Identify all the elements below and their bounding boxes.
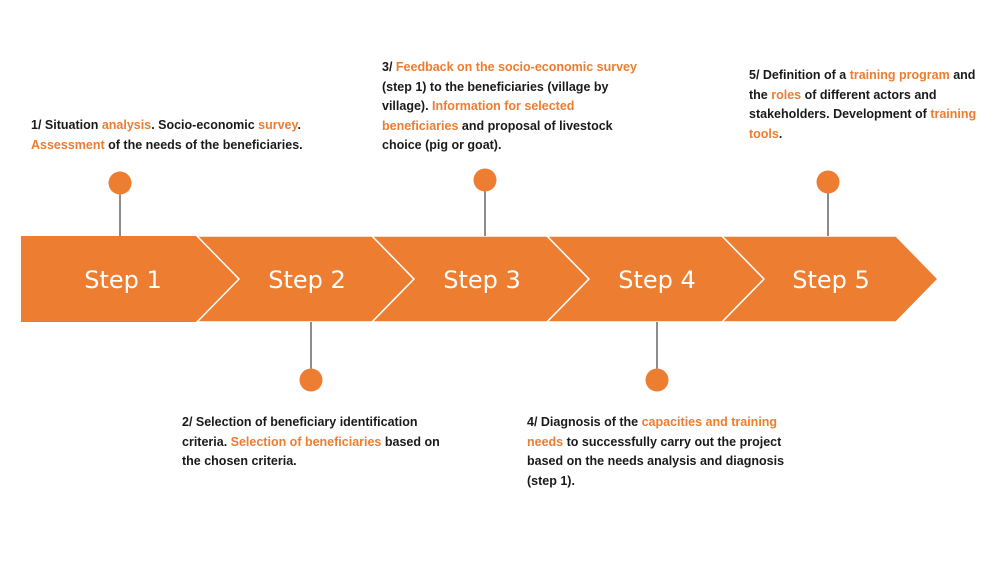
note-highlight-text: analysis xyxy=(101,118,152,132)
note-step-5: 5/ Definition of a training program and … xyxy=(749,66,985,144)
connector-1-dot xyxy=(108,171,132,195)
connector-2-dot xyxy=(299,368,323,392)
note-highlight-text: Selection of beneficiaries xyxy=(230,434,382,449)
step-4-label: Step 4 xyxy=(618,266,696,294)
note-text: of the needs of the beneficiaries. xyxy=(104,137,303,152)
note-text: to successfully carry out the project ba… xyxy=(527,434,785,488)
note-text: (step 1) to the beneficiaries (village b… xyxy=(382,79,609,114)
connector-5-dot xyxy=(816,170,840,194)
step-1-chevron xyxy=(21,236,239,322)
chevron-band xyxy=(21,235,940,323)
step-5-label: Step 5 xyxy=(792,266,870,294)
note-text: . xyxy=(297,118,302,132)
note-highlight-text: training tools xyxy=(749,107,977,141)
note-step-4: 4/ Diagnosis of the capacities and train… xyxy=(527,413,795,491)
note-highlight-text: Information for selected beneficiaries xyxy=(382,99,575,133)
note-text: 3/ xyxy=(382,60,396,74)
note-step-2: 2/ Selection of beneficiary identificati… xyxy=(182,413,452,472)
note-text: . xyxy=(778,126,783,141)
note-text: 5/ Definition of a xyxy=(749,68,850,82)
step-1-label: Step 1 xyxy=(84,266,162,294)
step-5-chevron xyxy=(720,235,940,323)
note-step-3: 3/ Feedback on the socio-economic survey… xyxy=(382,58,650,156)
connectors xyxy=(108,168,840,392)
note-step-1: 1/ Situation analysis. Socio-economic su… xyxy=(31,116,331,155)
step-2-label: Step 2 xyxy=(268,266,346,294)
connector-4-dot xyxy=(645,368,669,392)
note-text: 4/ Diagnosis of the xyxy=(527,415,642,429)
note-highlight-text: survey xyxy=(258,118,298,132)
note-highlight-text: roles xyxy=(771,87,802,102)
note-highlight-text: training program xyxy=(849,68,950,82)
note-text: of different actors and stakeholders. De… xyxy=(749,87,937,122)
connector-3-dot xyxy=(473,168,497,192)
note-text: and the xyxy=(749,68,976,102)
note-text: based on the chosen criteria. xyxy=(182,434,440,469)
note-text: . Socio-economic xyxy=(151,118,259,132)
note-text: 1/ Situation xyxy=(31,118,102,132)
note-highlight-text: capacities and training needs xyxy=(527,415,778,449)
step-3-label: Step 3 xyxy=(443,266,521,294)
note-text: and proposal of livestock choice (pig or… xyxy=(382,118,613,153)
note-highlight-text: Feedback on the socio-economic survey xyxy=(395,60,637,74)
note-highlight-text: Assessment xyxy=(31,137,105,152)
note-text: 2/ Selection of beneficiary identificati… xyxy=(182,415,418,449)
